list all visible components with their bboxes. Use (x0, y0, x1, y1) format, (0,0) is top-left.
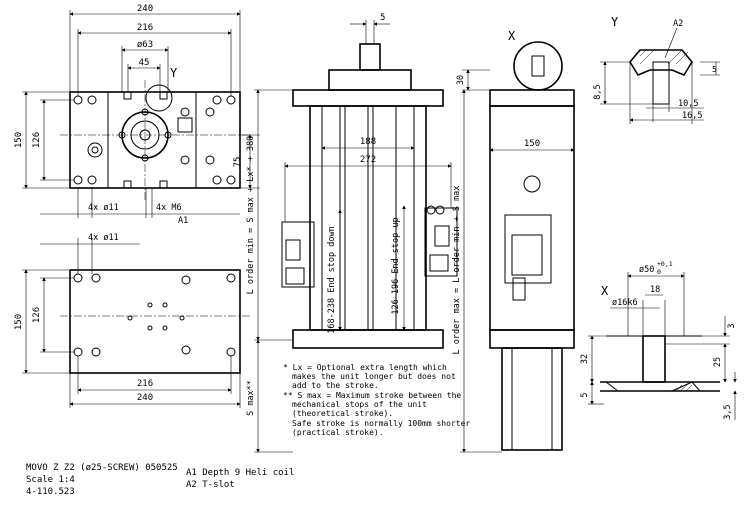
dim-126-bottom: 126 (32, 307, 42, 323)
end-stop-down: 168-238 End stop down (327, 226, 337, 333)
mount-hole (226, 95, 236, 105)
dim-d16k6: ø16k6 (612, 298, 638, 308)
dim-5-front: 5 (380, 13, 385, 23)
dim-188: 188 (360, 137, 376, 147)
dim-d50: ø50 (639, 265, 654, 275)
label-y-top: Y (170, 66, 178, 80)
dim-126: 126 (32, 132, 42, 148)
stop-switch-right (424, 207, 458, 277)
side-view: X 30 150 L order max = L order min + S m… (452, 29, 575, 453)
dim-45: 45 (139, 58, 150, 68)
dim-216-bottom: 216 (137, 379, 153, 389)
note-line-8: (practical stroke). (292, 428, 384, 437)
s-max-dim: S max** (246, 380, 256, 416)
side-cap (489, 89, 575, 107)
detail-y: Y A2 8,5 5 10,5 16,5 (593, 15, 720, 124)
stop-switch-left (281, 221, 315, 288)
dim-10-5: 10,5 (678, 99, 698, 109)
l-order-min-dim: L order min = S max + Lx* + 380 (246, 136, 256, 295)
mount-hole (226, 175, 236, 185)
motor-circle (513, 41, 563, 91)
dim-5-x: 5 (580, 392, 590, 397)
end-stop-up: 126-196 End stop up (391, 217, 401, 314)
dim-240-bottom: 240 (137, 393, 153, 403)
dim-d63: ø63 (137, 40, 153, 50)
title-block: MOVO Z Z2 (ø25-SCREW) 050525 Scale 1:4 4… (26, 463, 294, 497)
side-switch (504, 214, 552, 284)
label-y-detail: Y (611, 15, 619, 29)
dim-150: 150 (14, 132, 24, 148)
note-line-5: mechanical stops of the unit (292, 400, 427, 409)
tol-lower: 0 (657, 268, 661, 276)
label-a1: A1 (178, 216, 188, 226)
dim-75: 75 (233, 157, 243, 168)
shaft-detail (642, 335, 666, 383)
dim-240: 240 (137, 4, 153, 14)
note-line-1: * Lx = Optional extra length which (283, 363, 447, 372)
dim-216: 216 (137, 23, 153, 33)
note-line-4: ** S max = Maximum stroke between the (283, 391, 461, 400)
note-line-7: Safe stroke is normally 100mm shorter (292, 419, 470, 428)
tol-upper: +0,1 (657, 260, 673, 268)
label-x-side: X (508, 29, 516, 43)
top-plate (69, 91, 241, 189)
dim-3-5: 3,5 (723, 404, 733, 419)
drawing-title: MOVO Z Z2 (ø25-SCREW) 050525 (26, 463, 178, 473)
drawing-scale: Scale 1:4 (26, 475, 75, 485)
mount-hole (73, 175, 83, 185)
dim-150-bottom: 150 (14, 314, 24, 330)
base-cap (292, 329, 444, 349)
note-line-6: (theoretical stroke). (292, 409, 393, 418)
holes-d11-top: 4x ø11 (88, 203, 119, 213)
dim-3: 3 (727, 323, 737, 328)
drawing-number: 4-110.523 (26, 487, 75, 497)
dim-16-5: 16,5 (682, 111, 702, 121)
note-a2: A2 T-slot (186, 480, 235, 490)
motor-adapter (328, 69, 412, 91)
base-plate (69, 269, 241, 374)
note-line-2: makes the unit longer but does not (292, 372, 456, 381)
detail-x: X ø50 +0,1 0 18 ø16k6 3 25 32 5 (580, 260, 737, 420)
label-a2: A2 (673, 19, 683, 29)
top-cap (292, 89, 444, 107)
shaft (359, 43, 381, 71)
dim-32: 32 (580, 354, 590, 364)
label-x-detail: X (601, 284, 609, 298)
dim-5-y: 5 (712, 65, 717, 74)
dim-18: 18 (650, 285, 660, 295)
bottom-view: 4x ø11 150 126 216 240 (14, 233, 250, 408)
dim-25: 25 (713, 357, 723, 367)
l-order-max-dim: L order max = L order min + S max (452, 186, 462, 355)
dim-8-5: 8,5 (593, 84, 603, 99)
note-line-3: add to the stroke. (292, 381, 379, 390)
note-a1: A1 Depth 9 Heli coil (186, 468, 294, 478)
dim-272: 272 (360, 155, 376, 165)
dim-150-side: 150 (524, 139, 540, 149)
dim-30: 30 (456, 75, 466, 85)
holes-d11-bottom: 4x ø11 (88, 233, 119, 243)
detail-y-marker (145, 84, 173, 112)
top-housing (107, 91, 197, 189)
top-view: 240 216 ø63 45 Y 150 126 75 4x ø11 4x M6 (14, 4, 260, 226)
mount-hole (73, 95, 83, 105)
side-rod-cap (489, 329, 575, 349)
holes-m6: 4x M6 (156, 203, 182, 213)
front-view: 5 188 272 L order min = S max + Lx* + 38… (246, 13, 470, 453)
side-lower (501, 347, 563, 451)
